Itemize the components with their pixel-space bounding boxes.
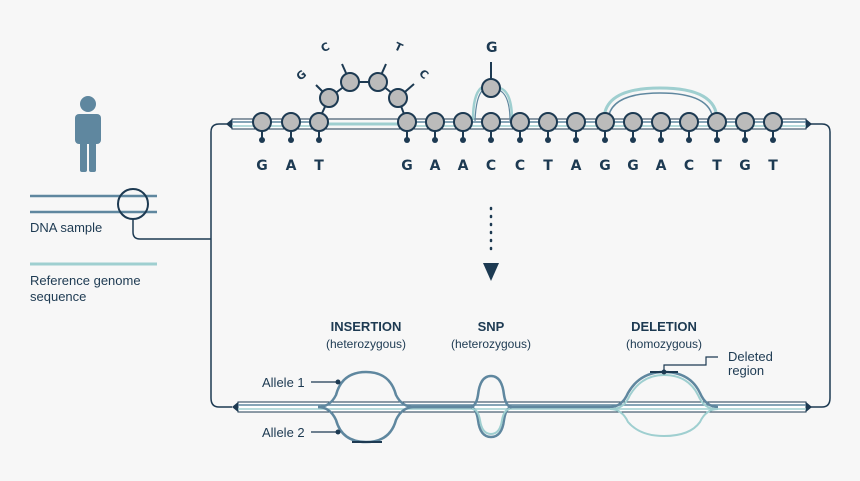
deletion-title: DELETION — [631, 319, 697, 334]
base-letter: G — [401, 158, 413, 174]
insertion-title: INSERTION — [331, 319, 402, 334]
insertion-nodes — [319, 72, 408, 108]
base-letter: C — [515, 158, 525, 174]
person-icon — [75, 96, 101, 172]
snp-subtitle: (heterozygous) — [451, 337, 531, 351]
base-stem-dot — [460, 137, 466, 143]
base-letter: A — [656, 158, 667, 174]
base-letter: A — [286, 158, 297, 174]
base-node — [595, 112, 615, 132]
base-stem-dot — [714, 137, 720, 143]
base-stem-dot — [658, 137, 664, 143]
allele-1-label: Allele 1 — [262, 375, 305, 390]
base-stem-dot — [602, 137, 608, 143]
base-letter: A — [571, 158, 582, 174]
loop-frame-left — [210, 123, 232, 408]
base-node — [252, 112, 272, 132]
dna-sample-lines — [30, 194, 157, 214]
allele-2-label: Allele 2 — [262, 425, 305, 440]
insertion-letter: T — [392, 40, 405, 55]
deletion-arcs — [602, 86, 719, 121]
snp-letter: G — [486, 40, 498, 56]
base-stem-dot — [545, 137, 551, 143]
base-letter: T — [314, 158, 324, 174]
base-node — [566, 112, 586, 132]
base-stem-dot — [573, 137, 579, 143]
deleted-region-label: Deleted — [728, 349, 773, 364]
insertion-letter: C — [416, 67, 431, 82]
base-node — [453, 112, 473, 132]
snp-title: SNP — [478, 319, 505, 334]
base-stem-dot — [488, 137, 494, 143]
loop-frame-right — [806, 123, 831, 408]
insertion-letter: C — [319, 40, 332, 55]
base-stem-dot — [742, 137, 748, 143]
base-letter: C — [486, 158, 496, 174]
base-letter: T — [768, 158, 778, 174]
base-stem-dot — [288, 137, 294, 143]
bottom-arrow-left — [232, 402, 238, 412]
bottom-arrow-right — [806, 402, 812, 412]
base-node — [651, 112, 671, 132]
base-letter: G — [599, 158, 611, 174]
base-stem-dot — [316, 137, 322, 143]
top-arrow-left — [226, 119, 232, 129]
base-letter: G — [739, 158, 751, 174]
down-arrow-icon — [483, 263, 499, 281]
insertion-letter: G — [294, 68, 309, 84]
snp-branch: G — [471, 40, 514, 122]
deleted-region-pointer-dot — [661, 369, 667, 375]
base-stem-dot — [432, 137, 438, 143]
base-node — [510, 112, 530, 132]
base-letter: C — [684, 158, 694, 174]
base-node — [309, 112, 329, 132]
deleted-region-pointer — [663, 356, 718, 372]
allele-1-path-light — [611, 373, 717, 410]
top-arrow-right — [806, 119, 812, 129]
base-letter: G — [256, 158, 268, 174]
base-letter: A — [430, 158, 441, 174]
base-stem-dot — [630, 137, 636, 143]
base-node — [763, 112, 783, 132]
base-node — [397, 112, 417, 132]
allele-1-pointer-dot — [335, 379, 341, 385]
allele-2-pointer-dot — [335, 429, 341, 435]
base-letter: A — [458, 158, 469, 174]
reference-label: Reference genome — [30, 273, 141, 288]
insertion-subtitle: (heterozygous) — [326, 337, 406, 351]
base-node — [679, 112, 699, 132]
base-node — [735, 112, 755, 132]
sample-connector — [132, 219, 211, 240]
dna-sample-label: DNA sample — [30, 220, 102, 235]
base-node — [538, 112, 558, 132]
base-node — [281, 112, 301, 132]
base-stem-dot — [770, 137, 776, 143]
base-letter: T — [712, 158, 722, 174]
base-node — [707, 112, 727, 132]
base-node — [425, 112, 445, 132]
allele-2-path — [317, 405, 513, 444]
base-stem-dot — [404, 137, 410, 143]
deleted-region-label-line2: region — [728, 363, 764, 378]
base-letter: T — [543, 158, 553, 174]
base-letter: G — [627, 158, 639, 174]
insertion-base-letters: G C T C — [294, 40, 431, 83]
base-stem-dot — [517, 137, 523, 143]
base-node — [481, 112, 501, 132]
base-stem-dot — [259, 137, 265, 143]
base-stem-dot — [686, 137, 692, 143]
deletion-subtitle: (homozygous) — [626, 337, 702, 351]
magnifier-circle — [117, 188, 149, 220]
allele-2-path-light — [471, 408, 719, 438]
base-node — [623, 112, 643, 132]
reference-label-line2: sequence — [30, 289, 86, 304]
